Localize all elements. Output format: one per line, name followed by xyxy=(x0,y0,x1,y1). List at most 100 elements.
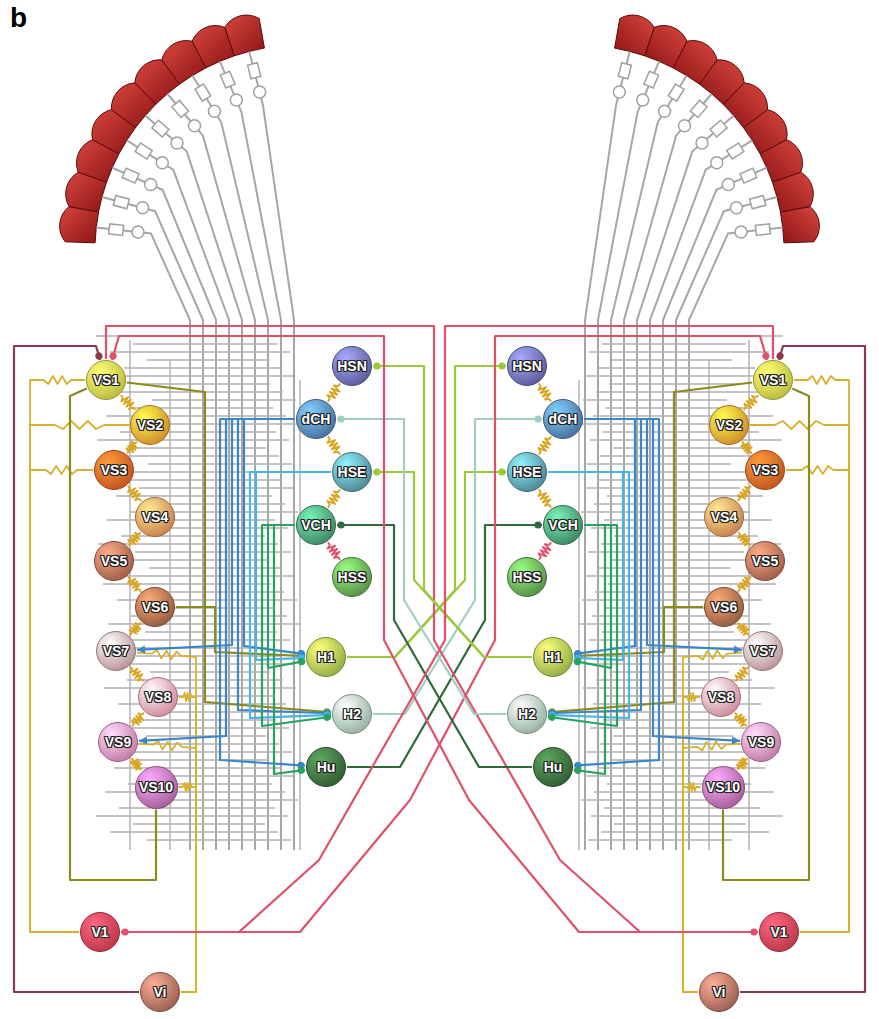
synaptic-connection xyxy=(121,326,773,932)
dendrite-line xyxy=(603,719,747,720)
synaptic-connection xyxy=(740,346,865,992)
gap-junction xyxy=(738,577,751,592)
neuron-body xyxy=(297,506,336,545)
synaptic-connection xyxy=(70,389,156,880)
dendrite-line xyxy=(602,343,746,344)
neuron-node: VS3 xyxy=(94,450,134,490)
ommatidium xyxy=(615,15,655,56)
neuron-body xyxy=(534,638,573,677)
cell-name: VS5 xyxy=(752,554,778,568)
lamina-cell xyxy=(220,71,235,88)
dendrite-line xyxy=(299,380,300,850)
neuron-body xyxy=(754,361,793,400)
dendrite-line xyxy=(110,831,278,832)
neuron-body xyxy=(710,406,749,445)
gap-junction xyxy=(130,623,141,636)
neuron-body xyxy=(131,406,170,445)
neuron-node: VS8 xyxy=(701,677,741,717)
dendrite-line xyxy=(139,487,295,488)
neuron-node: VS5 xyxy=(745,541,785,581)
neuron-body xyxy=(508,347,547,386)
neuron-node: dCH xyxy=(296,399,336,439)
neuron-node: dCH xyxy=(543,399,583,439)
synaptic-connection xyxy=(14,346,139,992)
cell-name: V1 xyxy=(770,925,787,939)
photoreceptor-axon xyxy=(96,227,190,850)
cell-name: dCH xyxy=(302,412,331,426)
cell-name: H1 xyxy=(544,650,562,664)
medulla-cell xyxy=(637,94,649,106)
synaptic-connection xyxy=(548,383,752,713)
medulla-cell xyxy=(230,94,242,106)
cell-name: HSE xyxy=(338,465,367,479)
gap-junction xyxy=(131,758,142,770)
neuron-node: VS5 xyxy=(94,541,134,581)
dendrite-line xyxy=(590,439,782,440)
dendrite-line xyxy=(583,399,727,400)
neuron-node: Hu xyxy=(533,747,573,787)
medulla-cell xyxy=(678,120,690,132)
synaptic-connection xyxy=(127,383,331,713)
cell-name: VS3 xyxy=(101,463,127,477)
synaptic-connection xyxy=(347,472,506,657)
synaptic-connection xyxy=(683,741,740,992)
dendrite-line xyxy=(124,367,280,368)
neuron-body xyxy=(544,400,583,439)
synaptic-connection xyxy=(683,783,701,992)
dendrite-line xyxy=(97,439,289,440)
dendrite-line xyxy=(612,359,732,360)
neuron-node: Vi xyxy=(699,972,739,1012)
synaptic-connection xyxy=(112,336,758,932)
dendrite-line xyxy=(105,791,285,792)
gap-junction xyxy=(327,436,340,454)
photoreceptor-axon xyxy=(689,227,783,850)
gap-junction xyxy=(744,395,759,410)
neuron-node: HSE xyxy=(507,452,547,492)
cell-name: HSS xyxy=(513,570,542,584)
dendrite-line xyxy=(586,663,766,664)
dendrite-line xyxy=(614,823,746,824)
dendrite-line xyxy=(132,719,276,720)
synaptic-connection xyxy=(139,419,295,741)
gap-junction xyxy=(737,758,748,770)
cell-name: H2 xyxy=(518,707,536,721)
medulla-cell xyxy=(722,179,734,191)
neuron-body xyxy=(534,748,573,787)
synaptic-connection xyxy=(548,525,617,726)
dendrite-line xyxy=(96,815,288,816)
medulla-cell xyxy=(730,202,742,214)
neuron-body xyxy=(307,748,346,787)
lamina-cell xyxy=(644,71,659,88)
neuron-node: H2 xyxy=(332,694,372,734)
cell-name: HSN xyxy=(512,359,542,373)
neuron-node: VS2 xyxy=(709,405,749,445)
cell-name: HSS xyxy=(338,570,367,584)
neuron-node: V1 xyxy=(759,912,799,952)
synaptic-connection xyxy=(30,376,85,932)
cell-name: H2 xyxy=(343,707,361,721)
neuron-node: VS8 xyxy=(138,677,178,717)
cell-name: V1 xyxy=(91,925,108,939)
lamina-cell xyxy=(172,100,189,117)
lamina-cell xyxy=(690,100,707,117)
gap-junction xyxy=(738,623,749,636)
medulla-cell xyxy=(132,226,144,238)
neuron-node: HSS xyxy=(507,557,547,597)
synaptic-connection xyxy=(179,783,197,992)
dendrite-line xyxy=(110,351,290,352)
neuron-body xyxy=(702,766,744,808)
cell-name: VS2 xyxy=(716,418,742,432)
neuron-body xyxy=(700,973,739,1012)
cell-name: VS4 xyxy=(711,510,737,524)
dendrite-line xyxy=(599,367,755,368)
neuron-body xyxy=(81,913,120,952)
neuron-body xyxy=(508,558,547,597)
neuron-body xyxy=(97,632,136,671)
dendrite-line xyxy=(109,727,289,728)
neuron-body xyxy=(742,723,781,762)
neuron-body xyxy=(136,588,175,627)
cell-name: HSN xyxy=(337,359,367,373)
neuron-body xyxy=(705,588,744,627)
neuron-node: VS7 xyxy=(96,631,136,671)
